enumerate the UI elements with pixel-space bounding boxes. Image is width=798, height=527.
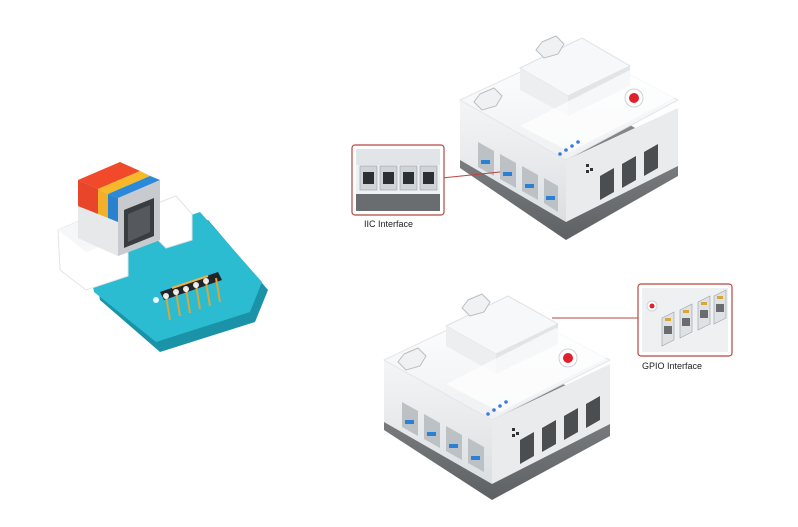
- controller-bottom-icon: [382, 293, 612, 500]
- gpio-callout: [552, 283, 733, 357]
- adapter-module-icon: [57, 162, 268, 352]
- controller-top-icon: [458, 35, 680, 240]
- gpio-interface-label: GPIO Interface: [642, 361, 703, 371]
- iic-callout: [351, 144, 501, 216]
- iic-interface-label: IIC Interface: [364, 219, 414, 229]
